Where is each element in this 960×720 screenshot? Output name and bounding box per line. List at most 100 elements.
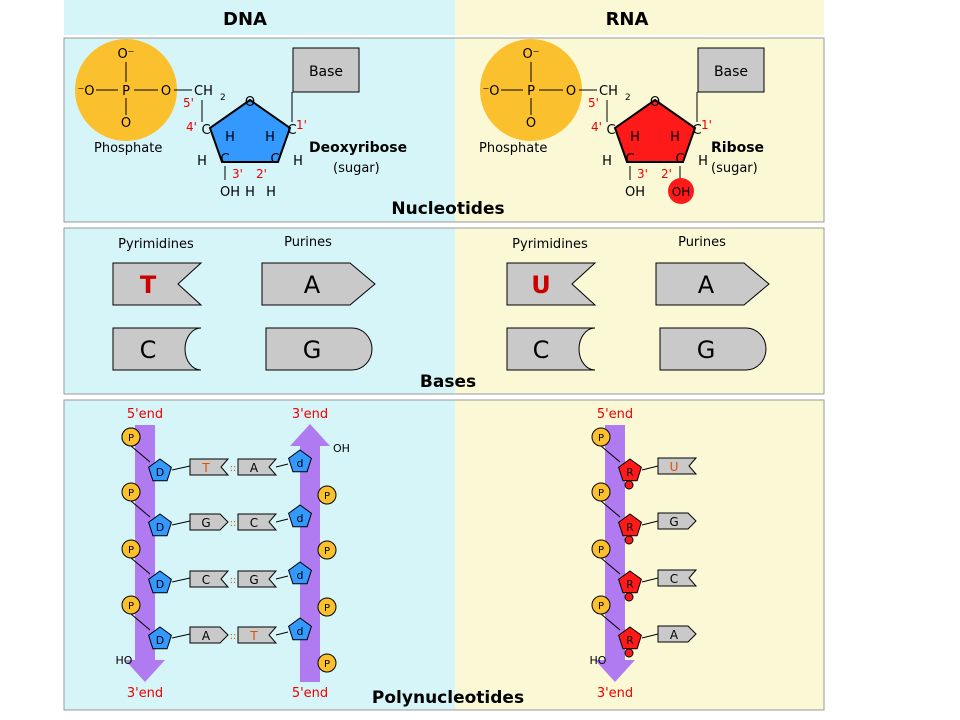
base-box — [292, 47, 360, 93]
deoxyribose-node — [148, 513, 172, 537]
h-atom: H — [602, 154, 612, 169]
prime-5: 5' — [588, 96, 599, 110]
hydrogen-bond: :: — [230, 631, 237, 642]
base-box-label: Base — [309, 64, 343, 80]
glycosidic-bond — [641, 577, 659, 583]
phosphate-node-letter: P — [598, 545, 604, 556]
polynucleotides-panel: 5'end 3'end 3'end 5'end 5'end 3'end PDPd… — [63, 399, 825, 711]
adenine-letter: A — [698, 271, 715, 299]
rna-base — [657, 457, 698, 475]
glycosidic-bond — [641, 520, 659, 526]
phosphate-o-bottom: O — [121, 116, 131, 131]
rna-base-letter: G — [669, 515, 678, 529]
dna-header-bg — [64, 0, 455, 35]
deoxyribose-node-letter: d — [297, 569, 304, 582]
prime-2: 2' — [661, 167, 672, 181]
uracil-shape — [506, 262, 597, 306]
backbone-bond — [600, 613, 621, 631]
dna-header: DNA — [223, 9, 267, 30]
nucleotides-border — [63, 37, 825, 223]
rna-base-letter: C — [670, 572, 678, 586]
phosphate-o-right: O — [161, 84, 171, 99]
c1-carbon: C — [692, 123, 701, 138]
cytosine-shape — [506, 327, 596, 371]
deoxyribose-node-letter: D — [156, 634, 164, 647]
deoxyribose-node-letter: d — [297, 512, 304, 525]
poly-rna-bg — [455, 400, 824, 710]
hydrogen-bond: :: — [230, 518, 237, 529]
adenine-shape — [655, 262, 770, 306]
hydrogen-bond: :: — [230, 575, 237, 586]
dna-purines-label: Purines — [284, 235, 332, 250]
phosphate-node — [317, 597, 337, 617]
rna-base — [657, 569, 698, 587]
rna-header: RNA — [606, 9, 649, 30]
deoxyribose-pentagon — [208, 98, 292, 163]
glycosidic-bond — [171, 520, 191, 526]
h-atom: H — [630, 130, 640, 145]
ribose-node-letter: R — [626, 521, 634, 534]
adenine-letter: A — [304, 271, 321, 299]
h-atom: H — [245, 185, 255, 200]
h-atom: H — [197, 154, 207, 169]
phosphate-node-letter: P — [128, 601, 134, 612]
ribose-oh-dot — [624, 648, 634, 658]
guanine-letter: G — [303, 336, 322, 364]
backbone-bond — [130, 613, 151, 631]
h-atom: H — [698, 154, 708, 169]
glycosidic-bond — [171, 465, 191, 471]
rna-base-letter: U — [670, 460, 679, 474]
sugar-sub-label: (sugar) — [711, 161, 758, 176]
ring-oxygen: O — [245, 95, 255, 110]
nucleotides-panel: O⁻ O ⁻O P O Phosphate CH 2 5' O C C C C … — [63, 37, 825, 223]
glycosidic-bond — [275, 631, 289, 636]
glycosidic-bond — [275, 518, 289, 523]
oh-group: OH — [625, 185, 645, 200]
phosphate-node-letter: P — [324, 659, 330, 670]
c3-carbon: C — [625, 152, 634, 167]
deoxyribose-node-letter: D — [156, 521, 164, 534]
phosphate-label: Phosphate — [479, 141, 547, 156]
deoxyribose-node-letter: d — [297, 457, 304, 470]
base-box — [697, 47, 765, 93]
bases-title: Bases — [420, 372, 476, 392]
nucleotides-title: Nucleotides — [391, 199, 504, 219]
phosphate-o-left: ⁻O — [77, 84, 94, 99]
phosphate-node-letter: P — [128, 488, 134, 499]
phosphate-node-letter: P — [598, 488, 604, 499]
glycosidic-bond — [171, 633, 191, 639]
phosphate-node — [317, 540, 337, 560]
ribose-pentagon — [613, 98, 697, 163]
ribose-oh-dot — [624, 480, 634, 490]
dna-left-base — [189, 626, 229, 644]
prime-3: 3' — [232, 167, 243, 181]
c3-carbon: C — [220, 152, 229, 167]
dna-left-base-letter: T — [201, 461, 210, 475]
guanine-shape — [265, 327, 373, 371]
phosphate-node-letter: P — [324, 603, 330, 614]
phosphate-node-letter: P — [128, 433, 134, 444]
glycosidic-bond — [641, 633, 659, 639]
rna-ho-label: HO — [590, 654, 607, 667]
ribose-oh-dot — [624, 592, 634, 602]
backbone-bond — [600, 445, 621, 463]
dna-left-bottom-end: 3'end — [127, 686, 163, 701]
prime-1: 1' — [296, 118, 307, 132]
polynucleotides-title: Polynucleotides — [372, 688, 524, 708]
h-atom: H — [225, 130, 235, 145]
dna-right-base-letter: A — [250, 461, 259, 475]
guanine-shape — [659, 327, 767, 371]
prime-2: 2' — [256, 167, 267, 181]
cytosine-shape — [112, 327, 202, 371]
cytosine-letter: C — [533, 336, 550, 364]
backbone-bond — [130, 557, 151, 575]
ring-oxygen: O — [650, 95, 660, 110]
phosphate-node — [317, 485, 337, 505]
ch2-label: CH — [599, 84, 618, 99]
dna-left-top-end: 5'end — [127, 407, 163, 422]
extra-hydroxyl-circle — [668, 178, 694, 204]
rna-base — [657, 512, 697, 530]
adenine-shape — [261, 262, 376, 306]
